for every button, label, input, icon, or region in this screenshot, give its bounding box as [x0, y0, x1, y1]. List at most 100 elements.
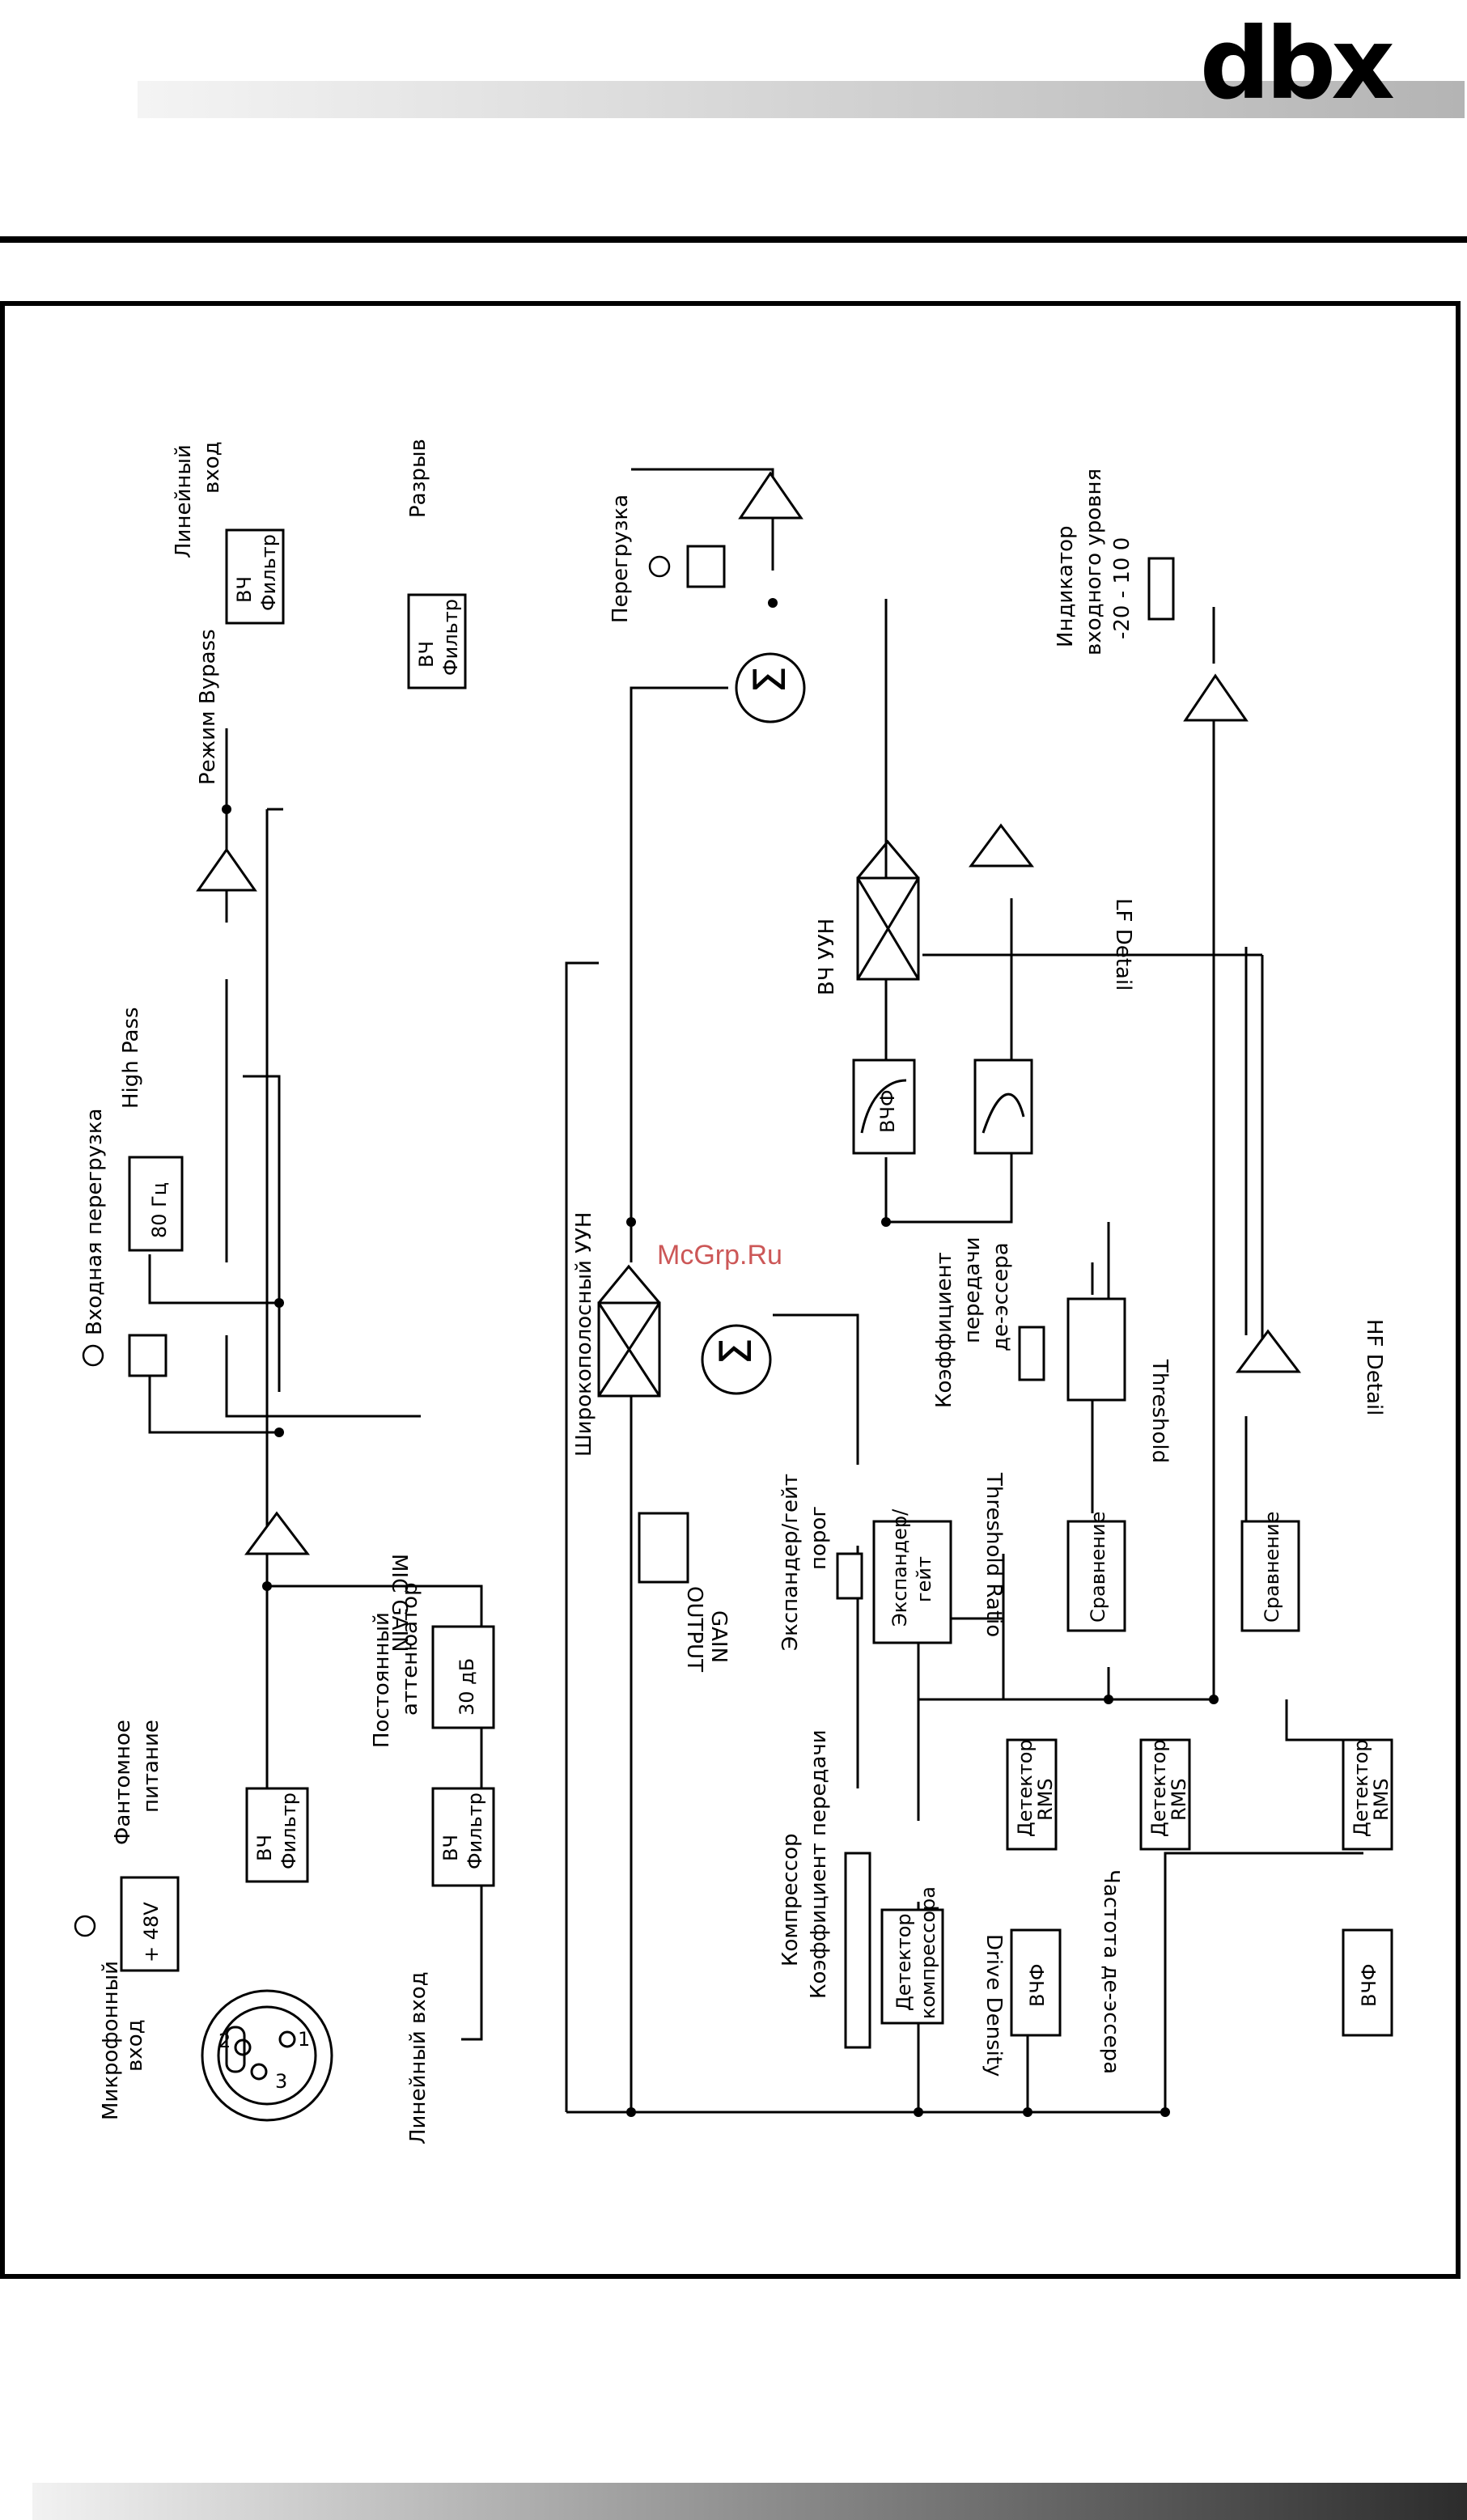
attenuator-title: Постоянный: [370, 1612, 394, 1748]
sum-node-mid-label: Σ: [710, 1338, 761, 1365]
watermark: McGrp.Ru: [657, 1240, 782, 1271]
overload-led-icon: [648, 555, 671, 578]
comparison-text-2: Сравнение: [1261, 1512, 1283, 1623]
bypass-mode-label: Режим Bypass: [196, 629, 220, 785]
header-gradient-bar: [138, 81, 1465, 118]
deesser-threshold-box: [1066, 1297, 1126, 1402]
rms-detector-1: [1006, 1738, 1058, 1851]
mic-gain-label: MIC GAIN: [387, 1554, 411, 1652]
deesser-led-box: [1018, 1326, 1045, 1381]
deesser-ratio-label-3: де-эссера: [989, 1242, 1013, 1351]
threshold-ratio-label: Threshold Ratio: [982, 1472, 1006, 1637]
hf-detail-label: HF Detail: [1362, 1319, 1386, 1415]
comparison-text-1: Сравнение: [1087, 1512, 1109, 1623]
level-amp: [1183, 673, 1249, 722]
hpf-filter-4-box: [407, 593, 467, 689]
rms-detector-1-text: Детектор: [1014, 1739, 1037, 1837]
phantom-voltage: + 48V: [140, 1902, 163, 1962]
expander-gate-box: [872, 1520, 952, 1644]
header-rule: [0, 236, 1467, 243]
hpf-detector-2-text: ВЧФ: [1358, 1963, 1380, 2007]
sum-node-top: [735, 652, 806, 723]
insert-label: Разрыв: [406, 439, 430, 518]
deesser-ratio-label-2: передачи: [960, 1237, 985, 1343]
hpf-detector-1: [1010, 1928, 1062, 2037]
line-input-top-label-2: вход: [200, 441, 224, 494]
compressor-detector-box: [880, 1908, 944, 2025]
overload-label: Перегрузка: [608, 494, 633, 623]
hpf-filter-2-text: ВЧ: [439, 1835, 462, 1861]
mic-gain-amp: [244, 1511, 311, 1555]
rms-detector-3-text: Детектор: [1350, 1739, 1372, 1837]
hpf-filter-4-text-2: Фильтр: [439, 599, 462, 676]
phantom-power-label: Фантомное: [111, 1720, 135, 1845]
threshold-label: Threshold: [1147, 1359, 1172, 1463]
input-level-indicator-label-3: -20 - 10 0: [1110, 537, 1134, 639]
expander-threshold-label: Экспандер/гейт: [778, 1474, 803, 1651]
phantom-led-icon: [74, 1915, 96, 1937]
deesser-freq-label: Частота де-эссера: [1099, 1869, 1123, 2074]
bandpass-box: [973, 1058, 1033, 1155]
hpf-filter-3-box: [225, 528, 285, 625]
expander-gate-text: Экспандер/: [888, 1508, 911, 1627]
xlr-pin2: 2: [218, 2030, 231, 2052]
line-input-left-label: Линейный вход: [406, 1971, 430, 2145]
xlr-pin1: 1: [298, 2028, 310, 2051]
compressor-ratio-label-2: Коэффициент передачи: [807, 1729, 831, 1999]
rms-detector-2-text: Детектор: [1147, 1739, 1170, 1837]
phantom-box: [120, 1876, 180, 1972]
bandpass-curve: [982, 1092, 1025, 1134]
high-pass-label: High Pass: [119, 1007, 143, 1109]
labels: Микрофонный вход Фантомное питание Линей…: [83, 439, 1386, 2145]
compressor-ratio-label: Компрессор: [778, 1834, 803, 1966]
hz80-text: 80 Гц: [148, 1182, 171, 1238]
wideband-vca-tip: [597, 1264, 661, 1304]
overload-led-box: [128, 1334, 167, 1377]
compressor-detector-text-2: компрессора: [917, 1886, 939, 2019]
hpf-box-text: ВЧФ: [876, 1089, 899, 1133]
summing-nodes: Σ Σ: [701, 652, 806, 1395]
dbx-logo: dbx: [1199, 6, 1395, 121]
output-amp: [738, 471, 803, 520]
wideband-vca-label: Широкополосный УУН: [572, 1212, 596, 1457]
compressor-detector-text: Детектор: [892, 1913, 915, 2011]
hf-amp-label: ВЧ УУН: [815, 918, 839, 995]
attenuator-value: 30 дБ: [456, 1658, 478, 1716]
hpf-filter-2-text-2: Фильтр: [464, 1792, 486, 1869]
output-gain-label-2: GAIN: [706, 1610, 731, 1663]
comparison-box-1: [1066, 1520, 1126, 1632]
expander-threshold-label-2: порог: [807, 1506, 831, 1570]
led-icons: [74, 555, 671, 1937]
output-gain-label: OUTPUT: [682, 1586, 706, 1672]
compressor-led-meter: [844, 1852, 871, 2049]
attenuator-title-2: аттенюатор: [398, 1582, 422, 1716]
comparison-box-2: [1240, 1520, 1300, 1632]
hpf-filter-1-box: [245, 1787, 309, 1883]
diagram-frame: [0, 301, 1461, 2279]
hz80-box: [128, 1156, 184, 1252]
drive-density-label: Drive Density: [982, 1934, 1006, 2077]
hpf-filter-1-text-2: Фильтр: [278, 1792, 300, 1869]
hpf-filter-3-text-2: Фильтр: [257, 534, 280, 611]
xlr-pin3: 3: [275, 2070, 287, 2093]
hpf-detector-2: [1342, 1928, 1393, 2037]
mic-input-label: Микрофонный: [99, 1961, 123, 2120]
phantom-power-label-2: питание: [139, 1720, 163, 1813]
rms-detector-2-text-2: RMS: [1168, 1778, 1190, 1821]
footer-gradient-bar: [32, 2483, 1467, 2520]
attenuator-box: [431, 1625, 495, 1729]
expander-gate-text-2: гейт: [913, 1556, 935, 1602]
hpf-filter-1-text: ВЧ: [253, 1835, 276, 1861]
hpf-box: [852, 1058, 916, 1155]
deesser-ratio-label: Коэффициент: [932, 1252, 956, 1408]
hpf-curve: [860, 1079, 907, 1134]
line-input-top-label: Линейный: [172, 444, 196, 558]
amplifiers: [196, 471, 1302, 1555]
rms-detector-1-text-2: RMS: [1034, 1778, 1057, 1821]
sum-node-top-label: Σ: [744, 666, 795, 694]
expander-led-box: [836, 1552, 863, 1600]
hpf-detector-1-text: ВЧФ: [1026, 1963, 1049, 2007]
overload-led-box-2: [686, 545, 726, 588]
lf-detail-label: LF Detail: [1111, 898, 1135, 991]
